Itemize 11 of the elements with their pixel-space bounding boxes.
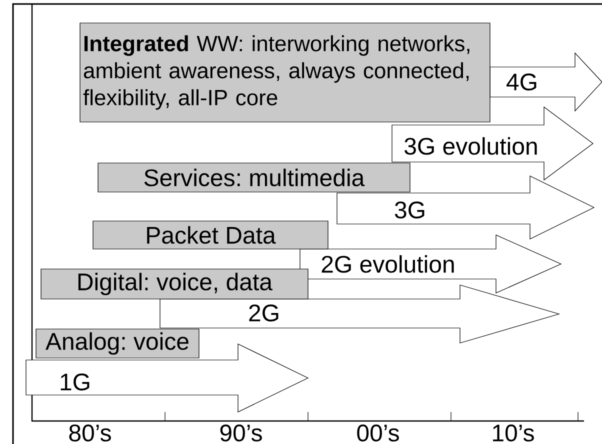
era-box: Packet Data — [92, 220, 328, 250]
timeline-bar: 4G — [490, 52, 602, 112]
axis-label: 80’s — [69, 424, 111, 442]
era-box: Services: multimedia — [98, 162, 410, 192]
axis-label: 10’s — [493, 424, 534, 442]
axis-label: 00’s — [357, 424, 399, 442]
era-box: Integrated WW: interworking networks, ambient awareness, always connected, flexibility, all-IP core — [80, 22, 490, 122]
era-box: Digital: voice, data — [40, 268, 308, 300]
axis-label: 90’s — [220, 424, 262, 442]
timeline-bar: 2G evolution — [300, 234, 562, 294]
era-box: Analog: voice — [36, 328, 200, 358]
